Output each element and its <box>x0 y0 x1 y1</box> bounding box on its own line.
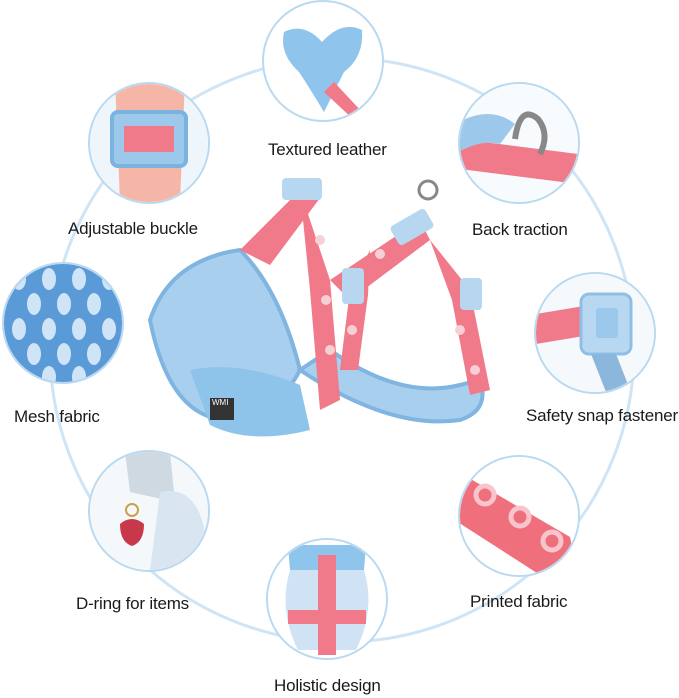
d-ring-icon <box>458 82 580 204</box>
feature-label: D-ring for items <box>76 594 189 613</box>
harness-product-image <box>147 178 490 437</box>
mesh-icon <box>2 262 124 384</box>
leather-patch-icon <box>262 0 384 122</box>
feature-label: Mesh fabric <box>14 407 100 426</box>
feature-label: Adjustable buckle <box>68 219 198 238</box>
feature-label: Printed fabric <box>470 592 568 611</box>
harness-icon <box>266 538 388 660</box>
feature-label: Back traction <box>472 220 568 239</box>
snap-fastener-icon <box>534 272 656 394</box>
charm-ring-icon <box>88 450 210 572</box>
brand-tag: WMI <box>212 398 229 407</box>
feature-label: Holistic design <box>274 676 381 695</box>
printed-strap-icon <box>458 455 580 577</box>
feature-label: Textured leather <box>268 140 387 159</box>
feature-label: Safety snap fastener <box>526 406 678 425</box>
buckle-icon <box>88 82 210 204</box>
